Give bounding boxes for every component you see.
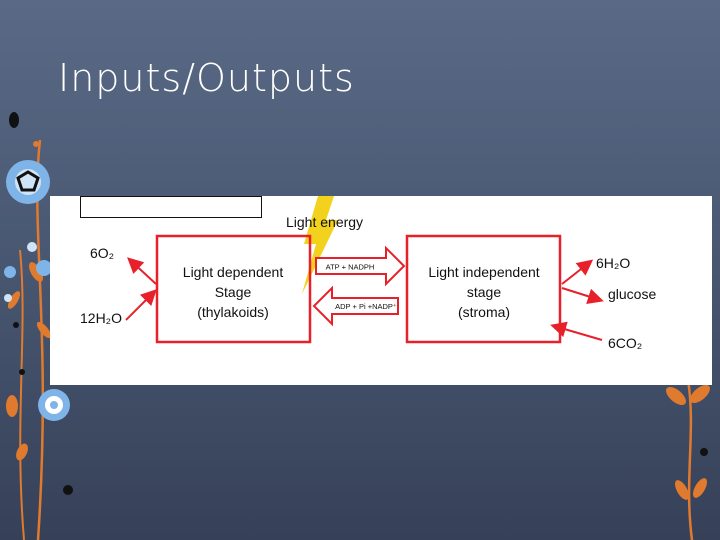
flower-icon: [38, 389, 70, 421]
glucose-arrow: [561, 287, 604, 305]
flower-icon: [6, 160, 50, 204]
input-oxygen: 6O₂: [90, 245, 114, 261]
energy-label: Light energy: [286, 214, 363, 230]
atp-nadph-arrow: [315, 245, 406, 287]
light-dependent-line1: Light dependent: [183, 264, 284, 280]
input-co2: 6CO₂: [608, 335, 642, 351]
water-output-arrow: [561, 259, 594, 285]
blank-label-box: [80, 196, 262, 218]
photosynthesis-diagram: Light energy Light dependent Stage (thyl…: [50, 196, 712, 385]
output-glucose: glucose: [608, 286, 656, 302]
light-dependent-line2: Stage: [215, 284, 252, 300]
output-water: 6H₂O: [596, 255, 630, 271]
light-dependent-line3: (thylakoids): [197, 304, 269, 320]
co2-arrow: [550, 321, 603, 341]
light-independent-line1: Light independent: [428, 264, 539, 280]
light-independent-line3: (stroma): [458, 304, 510, 320]
water-arrow: [125, 289, 157, 321]
oxygen-arrow: [127, 257, 157, 285]
light-independent-line2: stage: [467, 284, 501, 300]
atp-nadph-label: ATP + NADPH: [326, 263, 375, 272]
adp-nadp-arrow: [312, 285, 399, 327]
lightning-bolt-icon: [302, 196, 338, 294]
light-independent-stage-box: [405, 234, 562, 344]
light-dependent-stage-box: [155, 234, 312, 344]
adp-nadp-label: ADP + Pi +NADP⁺: [335, 302, 397, 311]
input-water: 12H₂O: [80, 310, 122, 326]
slide-title: Inputs/Outputs: [58, 56, 355, 100]
